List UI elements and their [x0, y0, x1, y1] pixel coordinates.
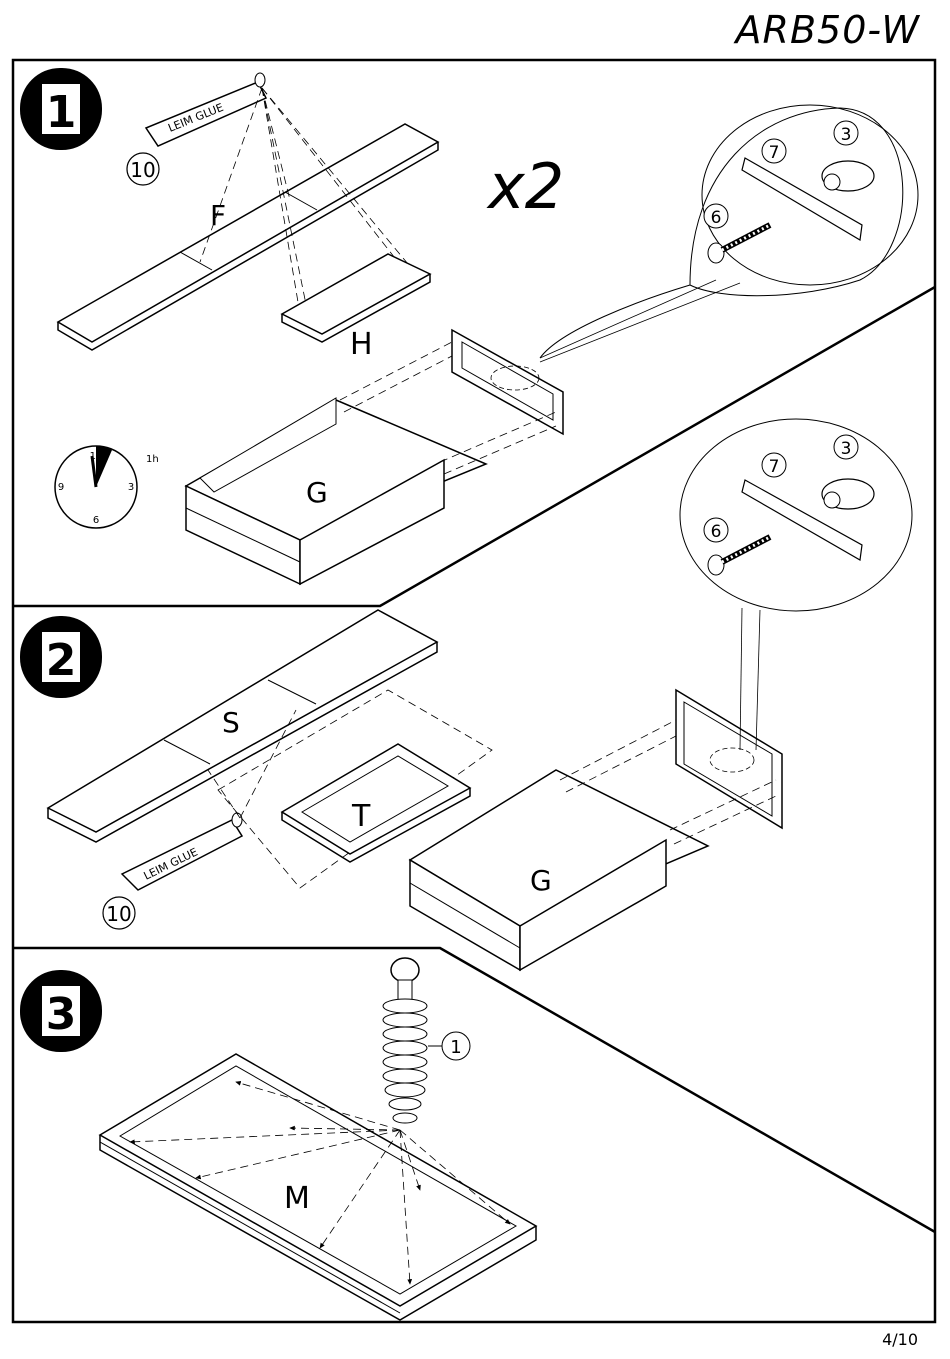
glue-tube-icon-2: LEIM GLUE — [122, 813, 242, 890]
svg-text:6: 6 — [711, 208, 722, 228]
svg-text:3: 3 — [128, 482, 134, 493]
box-g-2: G — [410, 770, 708, 970]
svg-text:9: 9 — [58, 482, 64, 493]
part-g-label: G — [306, 476, 328, 509]
svg-text:6: 6 — [711, 522, 722, 542]
screw-6-icon — [708, 225, 770, 263]
step-2: 2 S LEIM GLUE 10 T — [20, 419, 912, 970]
divider-step-1 — [13, 287, 935, 606]
part-t-label: T — [351, 799, 371, 834]
clock-duration: 1h — [146, 454, 159, 465]
step-2-number: 2 — [46, 635, 77, 686]
clock-icon: 12 3 6 9 — [55, 446, 137, 528]
svg-text:7: 7 — [769, 143, 780, 163]
divider-step-2 — [13, 948, 935, 1232]
part-h-label: H — [350, 327, 373, 362]
step-3: 3 1 M — [20, 958, 536, 1320]
svg-text:1: 1 — [450, 1037, 461, 1058]
svg-text:10: 10 — [106, 902, 131, 926]
box-g: G — [186, 398, 486, 584]
step-1-number: 1 — [46, 87, 77, 138]
screw-6-icon-2 — [708, 537, 770, 575]
step-1-multiplier: x2 — [486, 150, 564, 223]
svg-text:3: 3 — [841, 125, 852, 145]
svg-text:12: 12 — [90, 451, 103, 462]
leveler-foot-icon — [383, 958, 427, 1123]
part-s-label: S — [222, 706, 240, 739]
frame-m: M — [100, 1054, 536, 1320]
part-10-label: 10 — [130, 158, 155, 182]
svg-text:6: 6 — [93, 515, 99, 526]
svg-text:7: 7 — [769, 457, 780, 477]
part-g-label-2: G — [530, 864, 552, 897]
back-panel-2 — [676, 690, 782, 828]
svg-text:3: 3 — [841, 439, 852, 459]
part-m-label: M — [284, 1181, 310, 1216]
step-3-number: 3 — [46, 989, 77, 1040]
glue-tube-icon: LEIM GLUE — [146, 73, 266, 146]
page-number: 4/10 — [882, 1330, 918, 1349]
